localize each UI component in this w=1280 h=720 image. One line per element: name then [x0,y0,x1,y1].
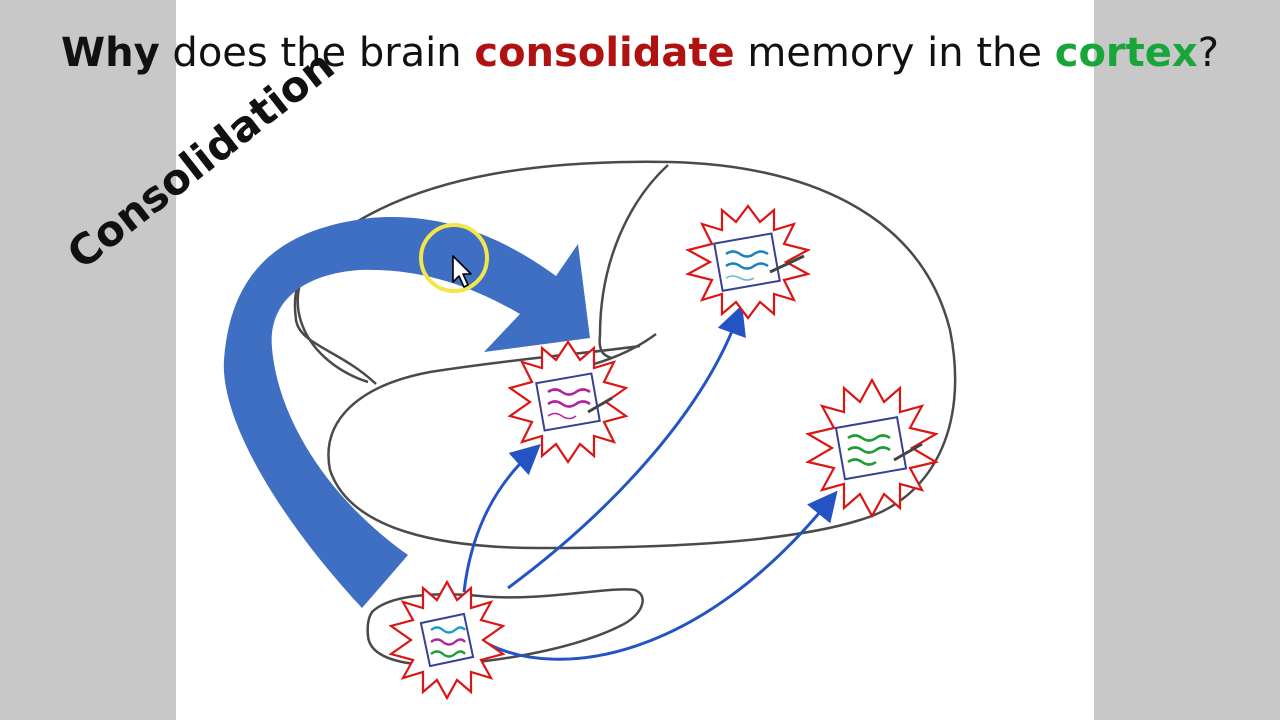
title-word-cortex: cortex [1054,30,1198,76]
central-sulcus [598,164,669,360]
memory-trace-occipital [805,377,939,519]
memory-trace-temporal [507,340,629,464]
memory-trace-frontal [684,204,812,320]
hippocampus-outline [366,588,644,667]
title-word-consolidate: consolidate [474,30,735,76]
pathway-to-occipital-trace [487,490,838,661]
consolidation-arrow [223,217,590,609]
brain-outline [296,160,957,550]
title-text-1: does the brain [159,30,475,76]
memory-trace-hippocampus [388,579,506,701]
title-word-why: Why [61,30,160,76]
pathway-to-frontal-trace [507,304,746,590]
title-text-3: ? [1197,30,1219,76]
slide-title: Why does the brain consolidate memory in… [0,30,1280,76]
title-text-2: memory in the [734,30,1055,76]
mouse-cursor-icon [452,255,472,288]
cursor-highlight-ring [419,223,489,293]
pathway-to-temporal-trace [462,443,541,593]
